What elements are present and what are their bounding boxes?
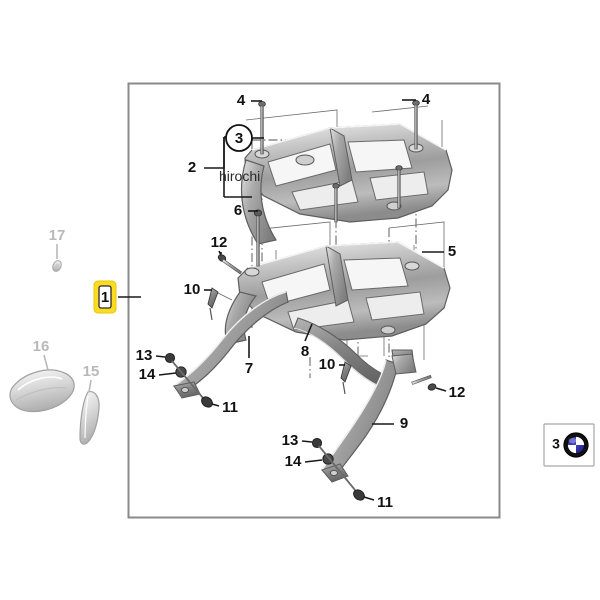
callout-9-label: 9 [400, 415, 408, 432]
callout-3-circle [225, 124, 253, 152]
brand-badge: 3 [543, 423, 595, 467]
callout-7-label: 7 [245, 360, 253, 377]
callout-1-label: 1 [101, 289, 109, 306]
leader-2 [204, 137, 225, 169]
leader-12b [435, 387, 447, 392]
leader-lines [43, 99, 447, 501]
callout-10a-label: 10 [184, 281, 201, 298]
callout-6-label: 6 [234, 202, 242, 219]
callout-12b-label: 12 [449, 384, 466, 401]
leader-15 [88, 379, 92, 393]
bolt-6 [253, 209, 263, 267]
callout-1-highlight[interactable]: 1 [93, 280, 117, 314]
callout-15-label: 15 [83, 363, 100, 380]
callout-10b-label: 10 [319, 356, 336, 373]
callout-14b-label: 14 [285, 453, 302, 470]
callout-5-label: 5 [448, 243, 456, 260]
part-15-strip [79, 391, 100, 445]
bmw-roundel-icon [563, 432, 589, 458]
bolt-upper-extra-b [395, 165, 403, 209]
part-7-left-bracket [173, 291, 289, 399]
lower-rack-assembly [224, 241, 451, 345]
leader-13a [155, 355, 166, 358]
callout-14a-label: 14 [139, 366, 156, 383]
callout-4b-label: 4 [422, 91, 431, 108]
brand-badge-number: 3 [552, 436, 560, 452]
pin-10a [207, 287, 219, 321]
diagram-frame [127, 82, 501, 519]
leader-14a [158, 372, 177, 376]
upper-rack-assembly [240, 123, 453, 245]
leader-13b [301, 440, 313, 443]
callout-2-label: 2 [188, 159, 196, 176]
fastener-cluster-right [311, 437, 365, 501]
leader-11b [363, 496, 375, 501]
watermark-text: hirochi [219, 168, 260, 184]
leader-14b [304, 459, 323, 463]
leader-11a [211, 403, 220, 407]
leader-8 [304, 323, 313, 342]
callout-4a-label: 4 [237, 92, 246, 109]
callout-12a-label: 12 [211, 234, 228, 251]
fastener-cluster-left [164, 352, 213, 408]
callout-3-label: 3 [235, 130, 243, 147]
callout-13a-label: 13 [136, 347, 153, 364]
part-9-right-stay [321, 349, 417, 483]
faded-side-parts [9, 260, 100, 445]
callout-8-label: 8 [301, 343, 309, 360]
leader-16 [43, 354, 49, 371]
callout-11a-label: 11 [222, 399, 238, 416]
callout-13b-label: 13 [282, 432, 299, 449]
fasteners [164, 100, 437, 501]
callout-16-label: 16 [33, 338, 50, 355]
pin-10b [340, 361, 352, 395]
bolt-4a [258, 101, 266, 155]
part-16-cover [9, 369, 75, 413]
screw-12a [217, 254, 243, 275]
callout-17-label: 17 [49, 227, 66, 244]
callout-11b-label: 11 [377, 494, 393, 511]
screw-12b [411, 374, 437, 391]
bolt-upper-extra-a [332, 183, 340, 223]
